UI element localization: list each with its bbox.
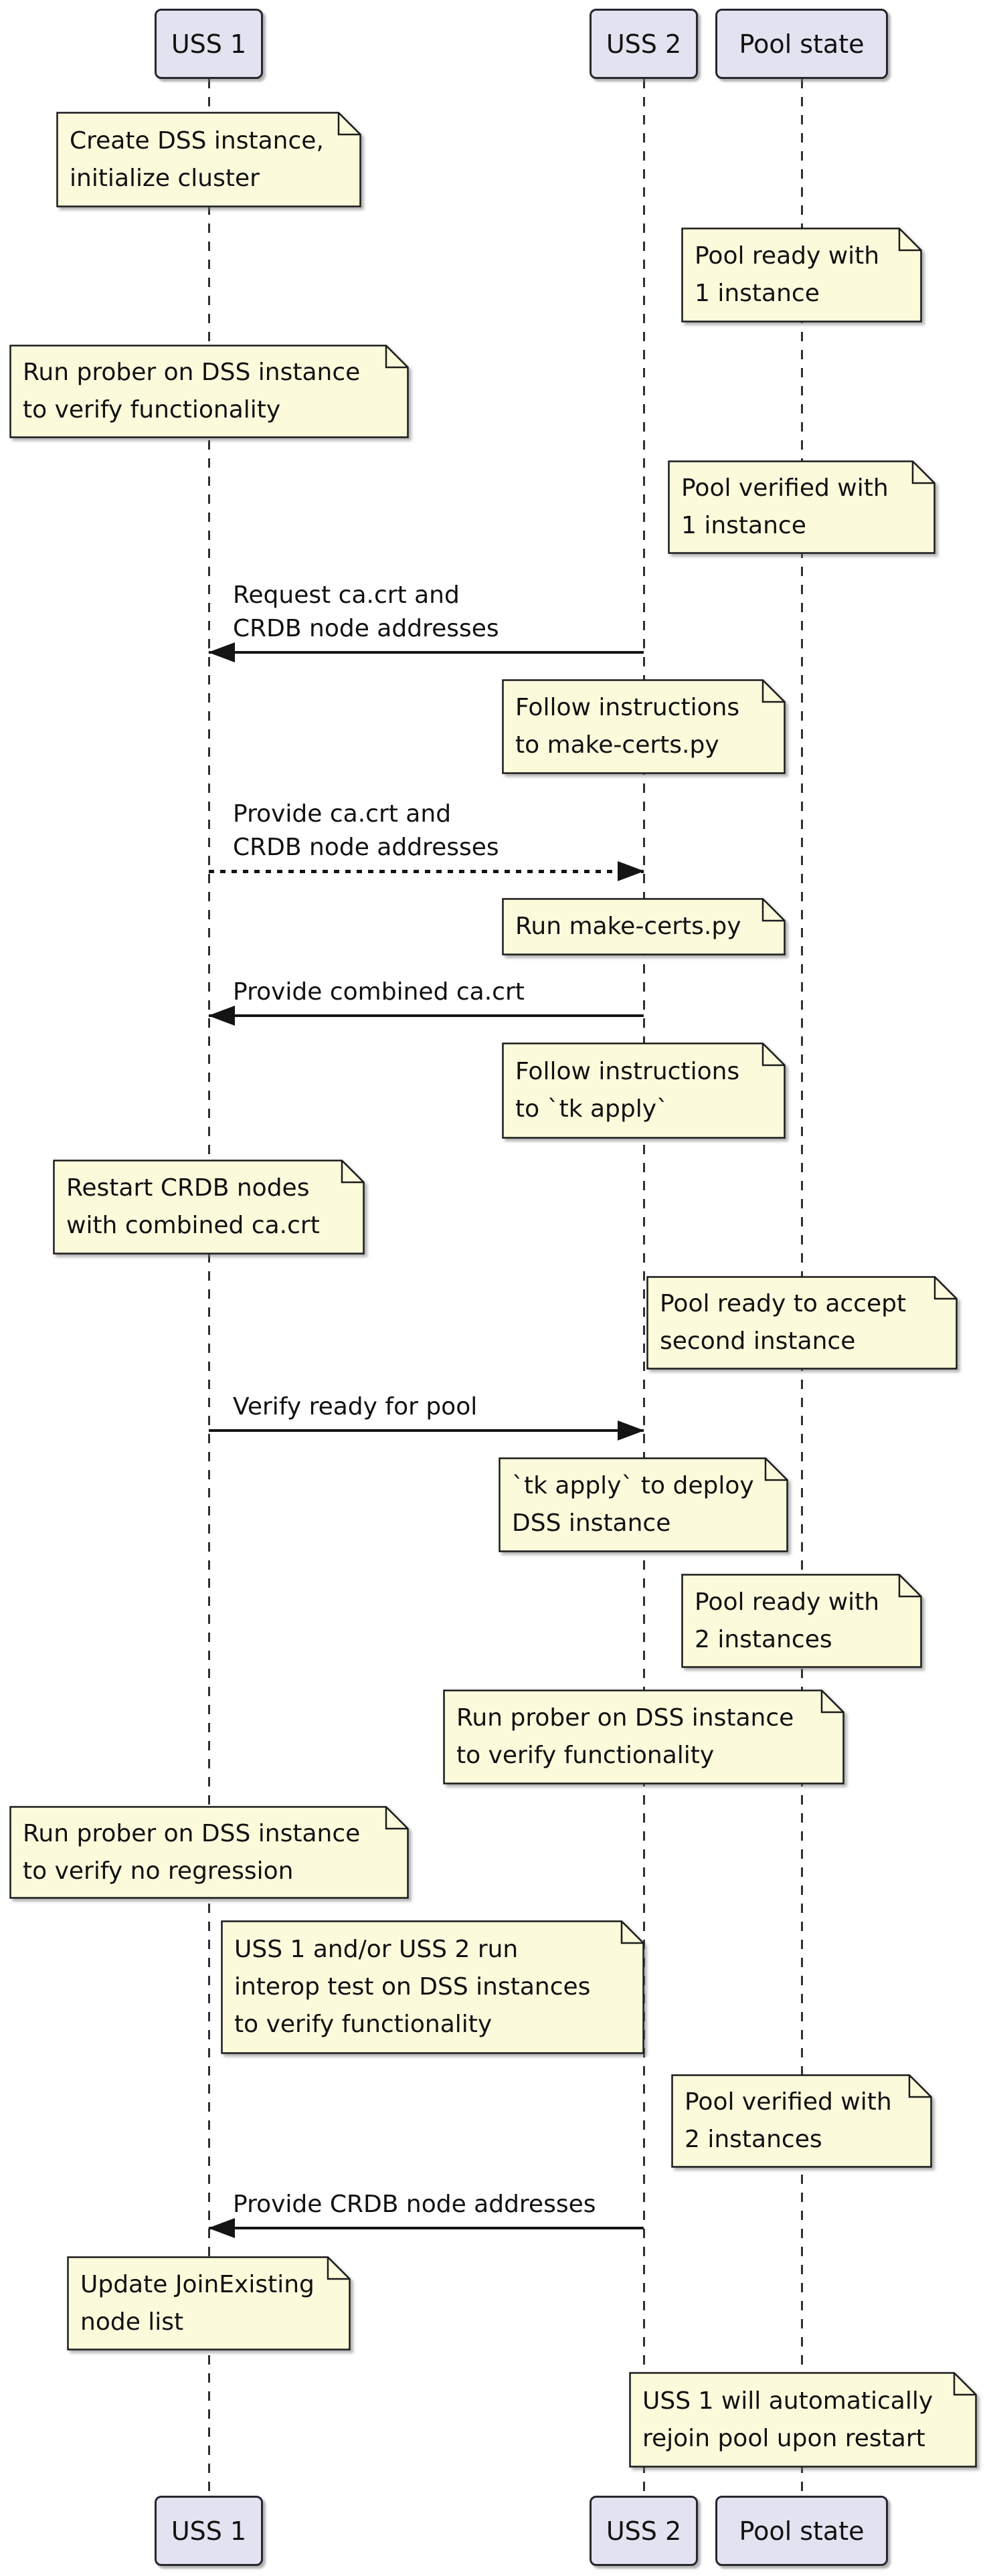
msg-provide-ca-arrowhead-icon: [618, 861, 644, 881]
msg-provide-crdb-label: Provide CRDB node addresses: [233, 2191, 596, 2218]
lifeline-uss1: [208, 79, 210, 2496]
participant-uss2-top: USS 2: [590, 9, 698, 79]
note-create-dss: Create DSS instance, initialize cluster: [56, 112, 361, 207]
note-follow-make-certs: Follow instructions to make-certs.py: [502, 679, 786, 774]
note-text: Follow instructions to make-certs.py: [515, 694, 740, 759]
lifeline-uss2: [643, 79, 645, 2496]
note-pool-ready-2: Pool ready with 2 instances: [681, 1574, 922, 1668]
note-paper-icon: [502, 898, 786, 955]
note-text: USS 1 will automatically rejoin pool upo…: [642, 2387, 933, 2452]
note-paper-icon: [681, 227, 922, 323]
note-paper-icon: [668, 460, 935, 554]
msg-provide-crdb-arrowhead-icon: [208, 2218, 235, 2238]
participant-label: USS 1: [171, 29, 247, 59]
participant-label: Pool state: [739, 2516, 865, 2546]
note-restart-crdb: Restart CRDB nodes with combined ca.crt: [53, 1160, 365, 1255]
note-paper-icon: [9, 345, 409, 438]
participant-label: Pool state: [739, 29, 865, 59]
note-text: Pool ready with 2 instances: [695, 1588, 880, 1653]
note-prober-verify-2: Run prober on DSS instance to verify fun…: [443, 1689, 844, 1784]
note-update-join: Update JoinExisting node list: [67, 2256, 351, 2351]
note-prober-regression: Run prober on DSS instance to verify no …: [9, 1806, 409, 1899]
msg-verify-ready-label: Verify ready for pool: [233, 1393, 478, 1420]
note-text: `tk apply` to deploy DSS instance: [512, 1472, 754, 1537]
note-text: Pool verified with 1 instance: [681, 474, 889, 539]
note-text: Pool verified with 2 instances: [685, 2088, 892, 2153]
note-text: USS 1 and/or USS 2 run interop test on D…: [234, 1936, 591, 2038]
note-pool-ready-1: Pool ready with 1 instance: [681, 227, 922, 323]
msg-request-ca-label: Request ca.crt and CRDB node addresses: [233, 581, 499, 642]
note-paper-icon: [629, 2372, 977, 2468]
note-paper-icon: [646, 1276, 958, 1370]
note-rejoin-pool: USS 1 will automatically rejoin pool upo…: [629, 2372, 977, 2468]
note-text: Run prober on DSS instance to verify fun…: [456, 1704, 794, 1769]
note-text: Pool ready with 1 instance: [695, 242, 880, 307]
note-paper-icon: [53, 1160, 365, 1255]
msg-provide-combined-label: Provide combined ca.crt: [233, 978, 525, 1006]
note-paper-icon: [9, 1806, 409, 1899]
note-follow-tk-apply: Follow instructions to `tk apply`: [502, 1042, 786, 1139]
msg-provide-combined-line: [209, 1014, 644, 1017]
note-text: Create DSS instance, initialize cluster: [70, 126, 324, 192]
msg-verify-ready-arrowhead-icon: [618, 1420, 644, 1441]
participant-pool-top: Pool state: [715, 9, 888, 79]
note-text: Run make-certs.py: [515, 913, 741, 940]
note-prober-verify-1: Run prober on DSS instance to verify fun…: [9, 345, 409, 438]
note-paper-icon: [499, 1457, 788, 1552]
msg-provide-ca-line: [209, 870, 644, 873]
participant-label: USS 2: [606, 2516, 682, 2546]
note-text: Pool ready to accept second instance: [660, 1290, 907, 1355]
msg-verify-ready-line: [209, 1429, 644, 1432]
msg-provide-ca-label: Provide ca.crt and CRDB node addresses: [233, 800, 499, 861]
note-paper-icon: [221, 1920, 644, 2054]
participant-label: USS 2: [606, 29, 682, 59]
note-paper-icon: [681, 1574, 922, 1668]
note-paper-icon: [502, 1042, 786, 1139]
note-paper-icon: [443, 1689, 844, 1784]
note-run-make-certs: Run make-certs.py: [502, 898, 786, 955]
msg-request-ca-arrowhead-icon: [208, 642, 235, 662]
note-tk-apply-deploy: `tk apply` to deploy DSS instance: [499, 1457, 788, 1552]
note-text: Run prober on DSS instance to verify fun…: [23, 359, 361, 424]
note-text: Restart CRDB nodes with combined ca.crt: [66, 1174, 320, 1239]
msg-provide-crdb-line: [209, 2227, 644, 2229]
participant-pool-bottom: Pool state: [715, 2496, 888, 2566]
note-interop-test: USS 1 and/or USS 2 run interop test on D…: [221, 1920, 644, 2054]
note-pool-verified-1: Pool verified with 1 instance: [668, 460, 935, 554]
participant-uss2-bottom: USS 2: [590, 2496, 698, 2566]
note-text: Follow instructions to `tk apply`: [515, 1058, 740, 1123]
note-paper-icon: [56, 112, 361, 207]
note-text: Update JoinExisting node list: [80, 2270, 315, 2336]
msg-provide-combined-arrowhead-icon: [208, 1006, 235, 1026]
note-pool-verified-2: Pool verified with 2 instances: [671, 2074, 932, 2168]
participant-uss1-bottom: USS 1: [155, 2496, 263, 2566]
msg-request-ca-line: [209, 651, 644, 654]
note-paper-icon: [671, 2074, 932, 2168]
participant-uss1-top: USS 1: [155, 9, 263, 79]
note-paper-icon: [67, 2256, 351, 2351]
participant-label: USS 1: [171, 2516, 247, 2546]
note-paper-icon: [502, 679, 786, 774]
note-text: Run prober on DSS instance to verify no …: [23, 1819, 361, 1885]
note-pool-accept: Pool ready to accept second instance: [646, 1276, 958, 1370]
